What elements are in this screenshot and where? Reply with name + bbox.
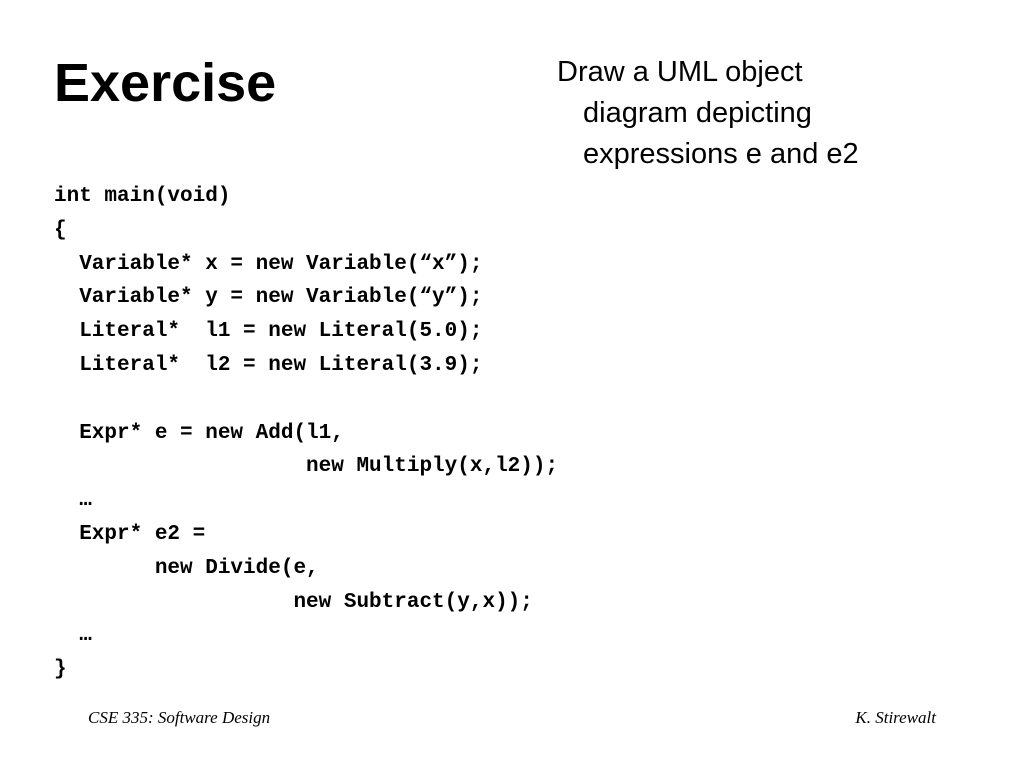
code-line: … (54, 489, 92, 513)
code-line: Literal* l2 = new Literal(3.9); (54, 353, 483, 377)
code-line: Literal* l1 = new Literal(5.0); (54, 320, 483, 344)
code-line: … (54, 624, 92, 648)
slide-title: Exercise (54, 53, 277, 113)
code-line: new Divide(e, (54, 556, 319, 580)
instruction-line: Draw a UML object (557, 56, 803, 88)
footer-author: K. Stirewalt (855, 708, 936, 727)
code-listing: int main(void) { Variable* x = new Varia… (54, 180, 558, 687)
code-line: new Subtract(y,x)); (54, 590, 533, 614)
footer-course: CSE 335: Software Design (88, 708, 271, 727)
code-line: Expr* e2 = (54, 522, 206, 546)
code-line: Variable* y = new Variable(“y”); (54, 286, 483, 310)
instruction-line: diagram depicting (583, 97, 812, 129)
code-line (54, 383, 558, 417)
code-line: } (54, 658, 67, 682)
code-line: Expr* e = new Add(l1, (54, 421, 344, 445)
exercise-instructions: Draw a UML object diagram depicting expr… (557, 52, 997, 175)
code-line: Variable* x = new Variable(“x”); (54, 252, 483, 276)
code-line: int main(void) (54, 185, 231, 208)
instruction-line: expressions e and e2 (583, 138, 859, 170)
code-line: { (54, 218, 67, 242)
code-line: new Multiply(x,l2)); (54, 455, 559, 479)
